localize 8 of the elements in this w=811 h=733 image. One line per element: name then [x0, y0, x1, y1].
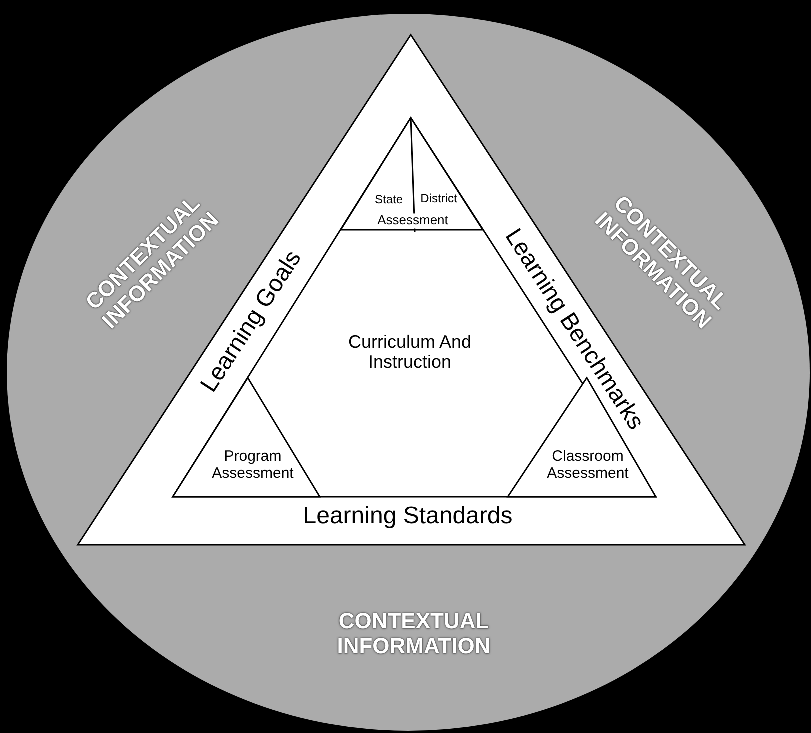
assessment-label: Assessment: [378, 214, 448, 228]
assessment-label: Program Assessment: [211, 449, 295, 483]
context-label: CONTEXTUAL INFORMATION: [336, 609, 492, 659]
side-label: Learning Standards: [303, 504, 513, 530]
assessment-label: District: [420, 192, 458, 206]
assessment-label: State: [374, 193, 404, 207]
center-label: Curriculum And Instruction: [347, 332, 473, 372]
assessment-label: Classroom Assessment: [546, 449, 630, 483]
